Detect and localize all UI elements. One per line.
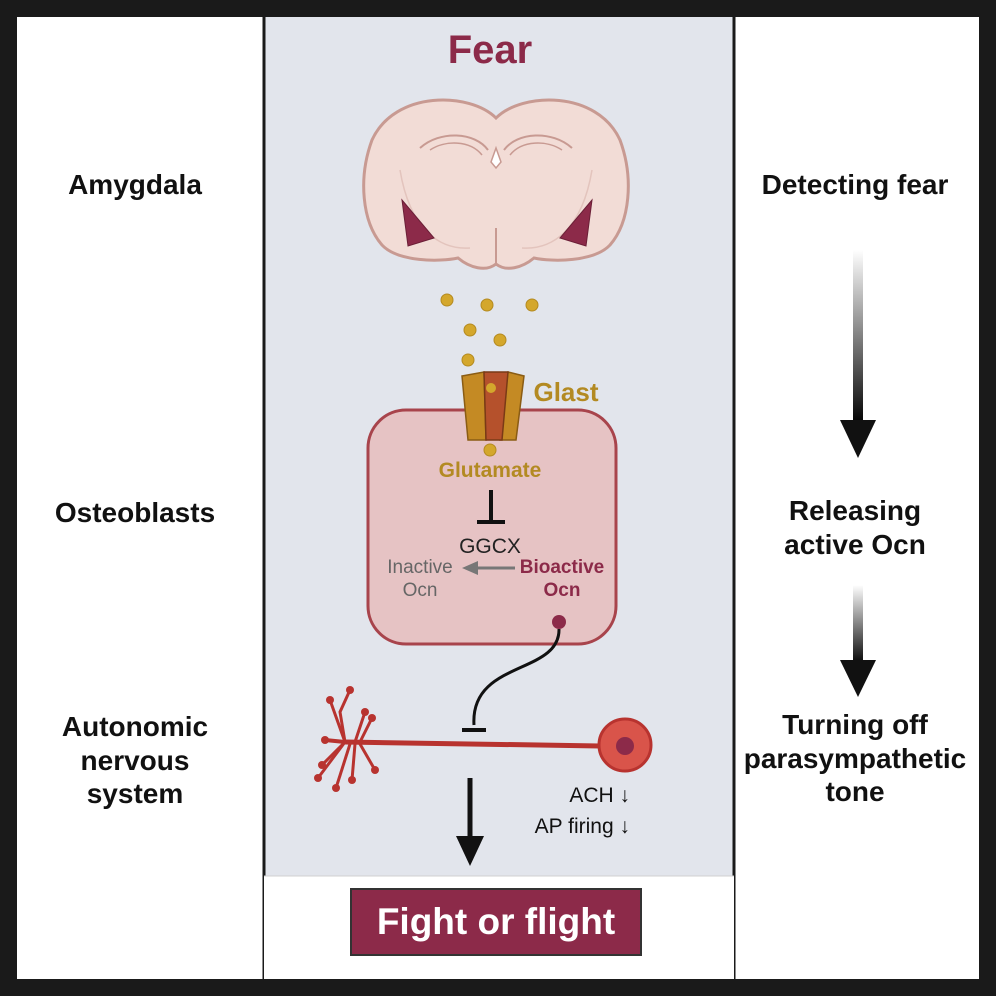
right-arrow-1 <box>840 250 876 458</box>
glutamate-dots <box>440 293 539 367</box>
glutamate-inhibits-ggcx <box>477 490 505 524</box>
conversion-arrow <box>462 561 515 575</box>
fight-or-flight-box: Fight or flight <box>350 888 642 956</box>
ocn-path <box>472 628 561 726</box>
amygdala-label: Amygdala <box>68 169 202 200</box>
turning-off-label: Turning off parasympathetic tone <box>743 709 967 808</box>
glast-label: Glast <box>533 377 599 407</box>
down-arrow-center <box>456 778 484 866</box>
glutamate-label: Glutamate <box>438 459 542 482</box>
right-arrow-2 <box>840 585 876 697</box>
detecting-fear-label: Detecting fear <box>761 169 949 200</box>
ach-label: ACH ↓ <box>569 784 630 807</box>
fight-or-flight-label: Fight or flight <box>376 901 616 942</box>
bioactive-ocn-label: Bioactive Ocn <box>519 557 605 601</box>
inactive-ocn-label: Inactive Ocn <box>387 557 453 601</box>
ap-firing-label: AP firing ↓ <box>534 815 630 838</box>
releasing-label: Releasing active Ocn <box>784 495 926 560</box>
bioactive-ocn-dot <box>552 615 566 629</box>
ggcx-label: GGCX <box>459 535 521 558</box>
dendrite-tips <box>314 686 379 792</box>
brain-icon <box>362 98 630 270</box>
osteoblasts-label: Osteoblasts <box>54 497 216 528</box>
autonomic-label: Autonomic nervous system <box>61 711 209 810</box>
fear-title: Fear <box>447 28 533 72</box>
glast-transporter-icon <box>461 371 525 457</box>
